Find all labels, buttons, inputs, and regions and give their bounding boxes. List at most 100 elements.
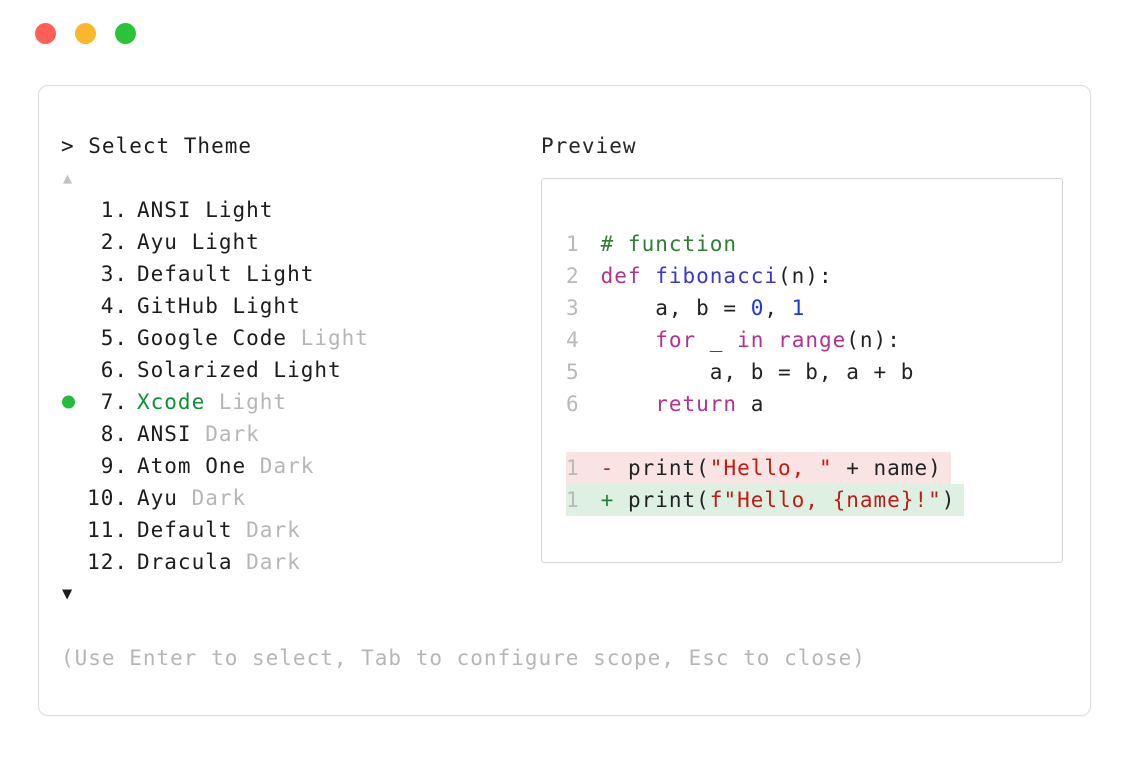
theme-variant-label: Dark [232,518,301,542]
line-number: 5 [566,360,580,384]
theme-label: Atom One [137,454,247,478]
code-line: 1- print("Hello, " + name) [566,452,1062,484]
code-token [764,328,778,352]
theme-label: Google Code [137,326,288,350]
line-number: 4 [566,328,580,352]
theme-list-item[interactable]: 5. Google Code Light [61,322,541,354]
code-line: 1 + print(f"Hello, {name}!") [566,484,1062,516]
theme-variant-label: Dark [246,454,315,478]
theme-number: 1. [100,198,128,222]
theme-number: 6. [100,358,128,382]
picker-title: > Select Theme [61,134,253,158]
theme-label: Default Light [137,262,315,286]
theme-number: 12. [87,550,128,574]
preview-pane: 1 # function 2 def fibonacci(n): 3 a, b = 0,… [541,178,1063,563]
code-token [601,392,656,416]
code-token: ) [941,488,956,512]
scroll-up-icon[interactable]: ▲ [63,169,74,187]
hint-text: (Use Enter to select, Tab to configure s… [61,646,866,670]
selected-bullet-icon [61,386,87,418]
theme-label: Ayu [137,486,178,510]
bullet-slot [61,322,87,354]
theme-number: 9. [100,454,128,478]
code-line: 1 # function [566,228,1062,260]
maximize-button[interactable] [115,23,136,44]
line-number: 6 [566,392,580,416]
theme-number: 8. [100,422,128,446]
code-token: print( [627,488,710,512]
code-line [566,420,1062,452]
code-token: a, b = b, a + b [600,360,915,384]
theme-label: ANSI Light [137,198,274,222]
line-number: 1 [566,488,580,512]
theme-list: 1. ANSI Light 2.Ayu Light 3. Default Light 4.… [61,194,541,578]
bullet-slot [61,258,87,290]
theme-variant-label: Dark [232,550,301,574]
theme-list-item[interactable]: 1. ANSI Light [61,194,541,226]
code-token: f"Hello, {name}!" [709,488,942,512]
code-token: + [600,488,628,512]
code-token: _ [696,328,738,352]
bullet-slot [61,354,87,386]
code-token: fibonacci [655,264,779,288]
window-controls [35,23,136,44]
code-token: print( [627,456,710,480]
theme-label: Default [137,518,233,542]
theme-label: Solarized Light [137,358,342,382]
theme-list-item[interactable]: 2.Ayu Light [61,226,541,258]
bullet-slot [61,482,87,514]
theme-variant-label: Dark [191,422,260,446]
theme-variant-label: Dark [177,486,247,510]
code-token: def [600,264,656,288]
theme-label: GitHub Light [137,294,301,318]
theme-list-item[interactable]: 6. Solarized Light [61,354,541,386]
code-line: 4 for _ in range(n): [566,324,1062,356]
code-line: 3 a, b = 0, 1 [566,292,1062,324]
theme-label: Dracula [137,550,233,574]
bullet-slot [61,450,87,482]
theme-list-item[interactable]: 4.GitHub Light [61,290,541,322]
code-line: 5 a, b = b, a + b [566,356,1062,388]
code-token: 1 [791,296,806,320]
code-line: 2 def fibonacci(n): [566,260,1062,292]
code-token: range [778,328,847,352]
theme-list-item[interactable]: 10. Ayu Dark [61,482,541,514]
theme-list-item[interactable]: 12. Dracula Dark [61,546,541,578]
theme-picker-dialog: > Select Theme ▲ 1. ANSI Light 2.Ayu Light… [38,85,1091,716]
theme-label: Xcode [137,390,206,414]
code-token: + name) [832,456,942,480]
bullet-slot [61,418,87,450]
code-token [601,328,656,352]
bullet-slot [61,290,87,322]
theme-picker-column: > Select Theme ▲ 1. ANSI Light 2.Ayu Light… [61,130,866,715]
theme-label: ANSI [137,422,192,446]
line-number: 1 [566,232,580,256]
line-number [566,420,579,452]
line-number: 1 [566,456,580,480]
theme-variant-label: Light [287,326,369,350]
theme-list-item[interactable]: 9. Atom One Dark [61,450,541,482]
line-number: 2 [566,264,580,288]
bullet-slot [61,546,87,578]
bullet-slot [61,226,87,258]
bullet-slot [61,514,87,546]
close-button[interactable] [35,23,56,44]
minimize-button[interactable] [75,23,96,44]
theme-list-item[interactable]: 11. Default Dark [61,514,541,546]
code-token: # function [600,232,738,256]
theme-list-item[interactable]: 3. Default Light [61,258,541,290]
theme-number: 11. [87,518,128,542]
theme-number: 3. [100,262,128,286]
code-token: - [600,456,628,480]
theme-number: 10. [87,486,128,510]
bullet-slot [61,194,87,226]
code-token: (n): [778,264,833,288]
theme-list-item[interactable]: 7.Xcode Light [61,386,541,418]
theme-label: Ayu Light [137,230,260,254]
theme-list-item[interactable]: 8. ANSI Dark [61,418,541,450]
scroll-down-icon[interactable]: ▼ [62,584,74,604]
theme-number: 5. [100,326,128,350]
code-token: , [764,296,792,320]
code-token: "Hello, " [709,456,833,480]
